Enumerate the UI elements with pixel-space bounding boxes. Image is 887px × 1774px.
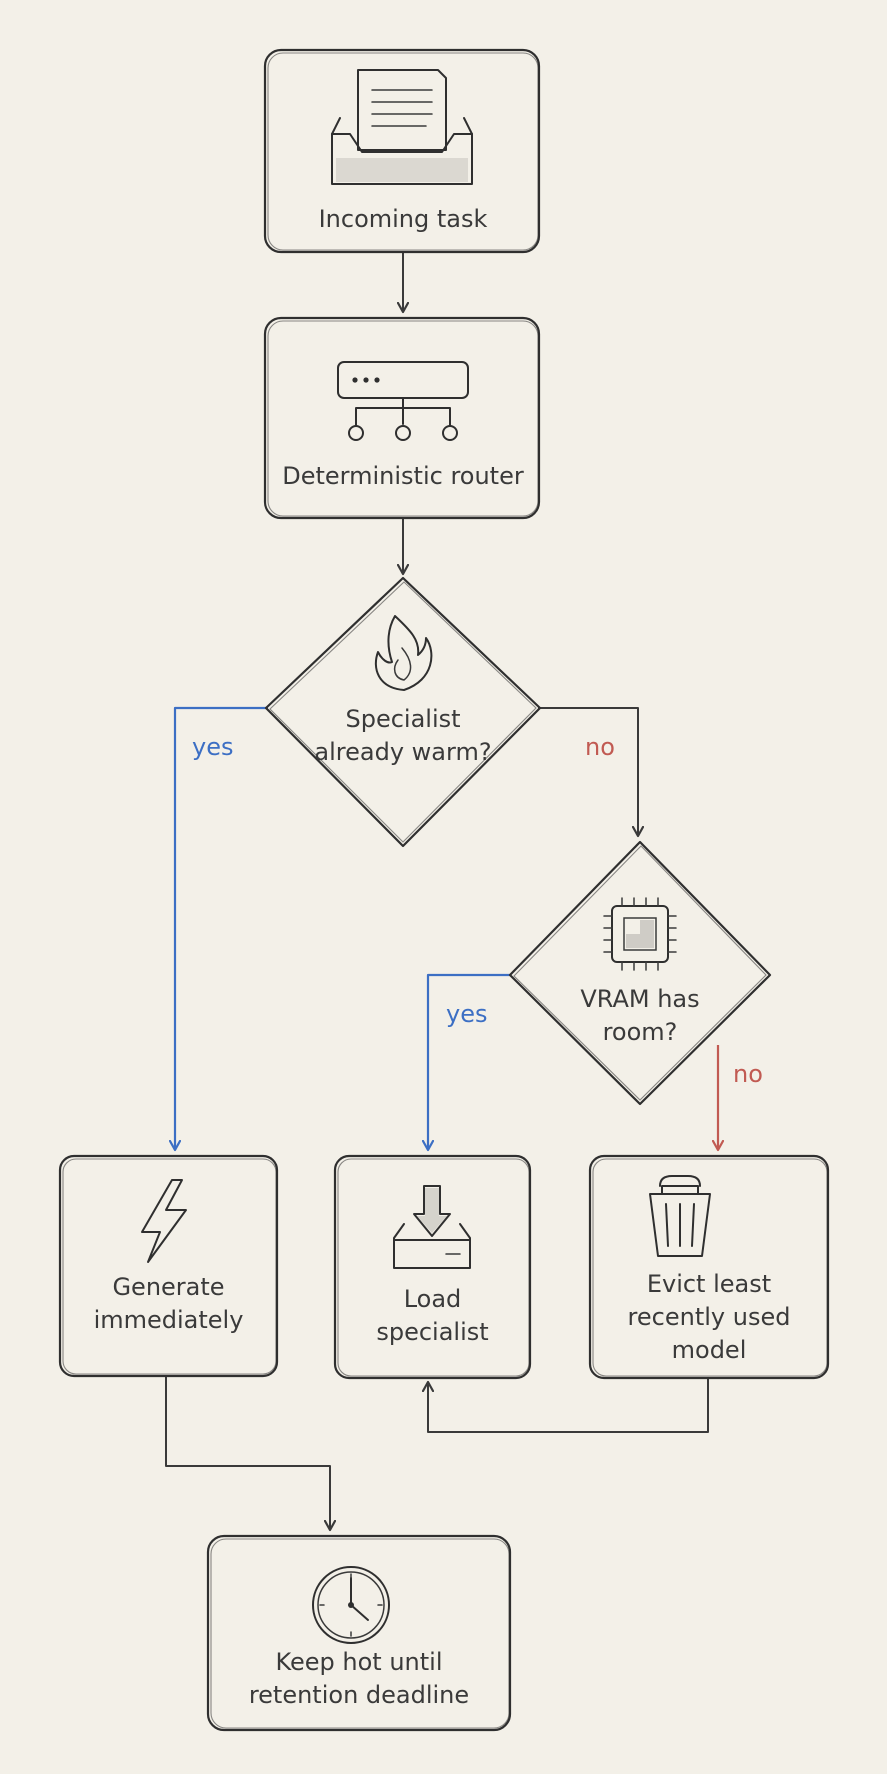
incoming-task-label: Incoming task [318,205,488,233]
node-deterministic-router [263,316,541,520]
lightning-icon [141,1179,187,1263]
load-specialist-label: Load specialist [376,1285,489,1346]
node-incoming-task [263,48,541,254]
chip-icon [603,897,677,971]
vram-yes-label: yes [446,1000,488,1028]
node-keep-hot [206,1534,512,1732]
flame-icon [374,615,433,691]
vram-no-label: no [733,1060,763,1088]
edge-warm-yes [175,706,268,1150]
warm-yes-label: yes [192,733,234,761]
edge-evict-to-load [428,1378,709,1433]
node-specialist-warm-decision [264,576,542,848]
edge-warm-no [538,707,638,836]
router-label: Deterministic router [282,462,524,490]
warm-no-label: no [585,733,615,761]
download-drive-icon [393,1185,471,1269]
edge-vram-yes [428,973,510,1150]
vram-room-label: VRAM has room? [580,985,700,1046]
router-icon [337,361,469,441]
specialist-warm-label: Specialist already warm? [314,705,492,766]
clock-icon [312,1566,390,1644]
node-generate-immediately [58,1154,279,1378]
node-load-specialist [333,1154,532,1380]
trash-icon [649,1175,711,1257]
node-evict-lru-model [588,1154,830,1380]
evict-label: Evict least recently used model [627,1270,791,1364]
generate-label: Generate immediately [93,1273,244,1334]
node-vram-room-decision [508,840,772,1106]
edge-generate-to-keep [165,1376,330,1530]
inbox-document-icon [331,69,473,185]
keep-hot-label: Keep hot until retention deadline [248,1648,470,1709]
